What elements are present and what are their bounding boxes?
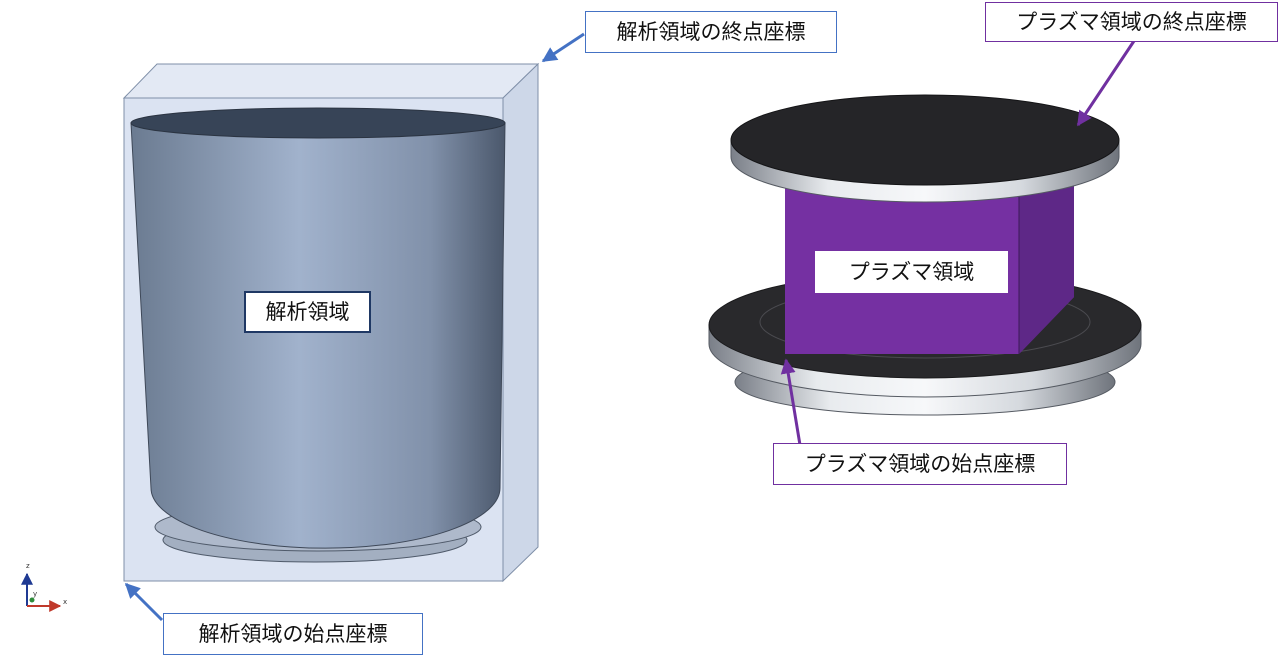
plasma-end-arrow bbox=[1076, 37, 1138, 127]
box-top-face bbox=[122, 63, 540, 99]
y-axis-dot bbox=[29, 597, 35, 603]
plasma-start-arrow bbox=[780, 358, 802, 446]
upper-disk-top bbox=[730, 94, 1120, 186]
analysis-end-label: 解析領域の終点座標 bbox=[585, 11, 837, 53]
cylinder-body bbox=[130, 122, 506, 549]
plasma-end-label: プラズマ領域の終点座標 bbox=[985, 2, 1278, 42]
analysis-cylinder bbox=[130, 107, 506, 563]
plasma-assembly bbox=[708, 94, 1142, 416]
cylinder-top-opening bbox=[130, 107, 506, 139]
z-axis-label: z bbox=[26, 562, 30, 570]
plasma-region-label: プラズマ領域 bbox=[815, 251, 1008, 293]
analysis-start-label: 解析領域の始点座標 bbox=[163, 613, 423, 655]
axis-triad: z y x bbox=[21, 562, 67, 612]
x-axis-label: x bbox=[63, 598, 67, 606]
analysis-start-arrow bbox=[124, 582, 164, 622]
plasma-block-side bbox=[1019, 170, 1074, 354]
plasma-start-label: プラズマ領域の始点座標 bbox=[773, 443, 1067, 485]
analysis-end-arrow bbox=[541, 32, 585, 63]
analysis-region-label: 解析領域 bbox=[244, 291, 371, 333]
box-right-face bbox=[502, 62, 539, 583]
y-axis-label: y bbox=[33, 590, 37, 598]
